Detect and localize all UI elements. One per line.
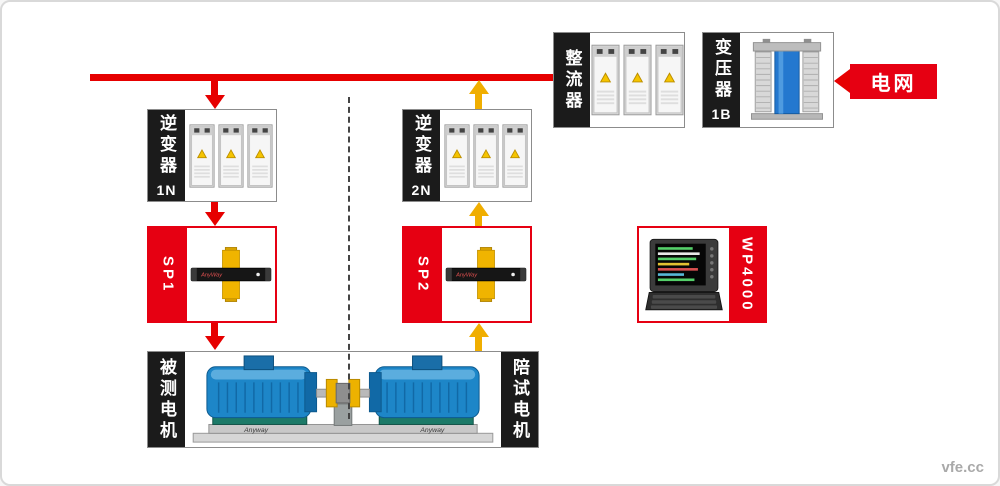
arrow-bus-to-inverter1-head [205, 95, 225, 109]
inverter-2n-label-suffix: 2N [411, 181, 432, 198]
transformer-label-text: 变压器 [712, 38, 731, 101]
arrow-sp2-to-inverter2-head [469, 202, 489, 216]
cabinet-icon [247, 123, 273, 189]
cabinet-icon [189, 123, 215, 189]
sp1-sensor [187, 228, 275, 321]
cabinet-icon [473, 123, 499, 189]
sp2-box: SP2 [402, 226, 532, 323]
rectifier-box: 整流器 [553, 32, 685, 128]
arrow-sp1-to-motor-head [205, 336, 225, 350]
watermark: vfe.cc [941, 459, 984, 476]
arrow-sp2-to-inverter2-shaft [475, 215, 482, 226]
transformer-label-suffix: 1B [711, 106, 732, 122]
motor-under-test-label: 被测电机 [148, 352, 185, 447]
wp4000-box: WP4000 [637, 226, 767, 323]
companion-motor-label-text: 陪试电机 [510, 357, 529, 442]
dc-bus-line [90, 74, 553, 81]
power-analyzer-icon [644, 235, 724, 315]
cabinet-icon [623, 44, 652, 116]
arrow-inverter2-to-bus-shaft [475, 93, 482, 109]
torque-sensor-icon [188, 246, 274, 303]
arrow-inverter1-to-sp1-shaft [211, 202, 218, 213]
transformer-icon [744, 37, 830, 123]
grid-box: 电网 [850, 64, 937, 99]
motor-bench-image [185, 352, 501, 447]
arrow-sp1-to-motor-shaft [211, 323, 218, 337]
sp2-sensor [442, 228, 530, 321]
arrow-motor-to-sp2-head [469, 323, 489, 337]
arrow-inverter2-to-bus-head [469, 80, 489, 94]
inverter-2n-cabinets [440, 110, 531, 201]
inverter-1n-cabinets [185, 110, 276, 201]
arrow-bus-to-inverter1-shaft [211, 80, 218, 96]
cabinet-icon [591, 44, 620, 116]
cabinet-icon [218, 123, 244, 189]
inverter-2n-label-text: 逆变器 [412, 113, 431, 177]
sp2-label-text: SP2 [414, 255, 432, 294]
companion-motor-label: 陪试电机 [501, 352, 538, 447]
rectifier-label: 整流器 [554, 33, 590, 127]
arrow-motor-to-sp2-shaft [475, 336, 482, 351]
transformer-box: 变压器 1B [702, 32, 834, 128]
inverter-2n-box: 逆变器 2N [402, 109, 532, 202]
torque-sensor-icon [443, 246, 529, 303]
motor-under-test-label-text: 被测电机 [157, 357, 176, 442]
cabinet-icon [502, 123, 528, 189]
transformer-image [740, 33, 833, 127]
coupled-motors-icon [186, 353, 500, 447]
inverter-1n-box: 逆变器 1N [147, 109, 277, 202]
inverter-1n-label: 逆变器 1N [148, 110, 185, 201]
rectifier-cabinets [590, 33, 684, 127]
grid-label: 电网 [870, 73, 917, 95]
motor-bench-box: 被测电机 陪试电机 [147, 351, 539, 448]
cabinet-icon [444, 123, 470, 189]
wp4000-device [639, 228, 729, 321]
wp4000-label: WP4000 [729, 228, 765, 321]
sp1-box: SP1 [147, 226, 277, 323]
sp2-label: SP2 [404, 228, 442, 321]
divider-dashed-line [348, 97, 350, 419]
transformer-label: 变压器 1B [703, 33, 740, 127]
inverter-1n-label-text: 逆变器 [157, 113, 176, 177]
rectifier-label-text: 整流器 [562, 48, 582, 112]
sp1-label: SP1 [149, 228, 187, 321]
inverter-1n-label-suffix: 1N [156, 181, 177, 198]
arrow-grid-to-transformer-head [834, 69, 850, 93]
inverter-2n-label: 逆变器 2N [403, 110, 440, 201]
arrow-inverter1-to-sp1-head [205, 212, 225, 226]
cabinet-icon [655, 44, 684, 116]
sp1-label-text: SP1 [159, 255, 177, 294]
wp4000-label-text: WP4000 [738, 236, 756, 313]
